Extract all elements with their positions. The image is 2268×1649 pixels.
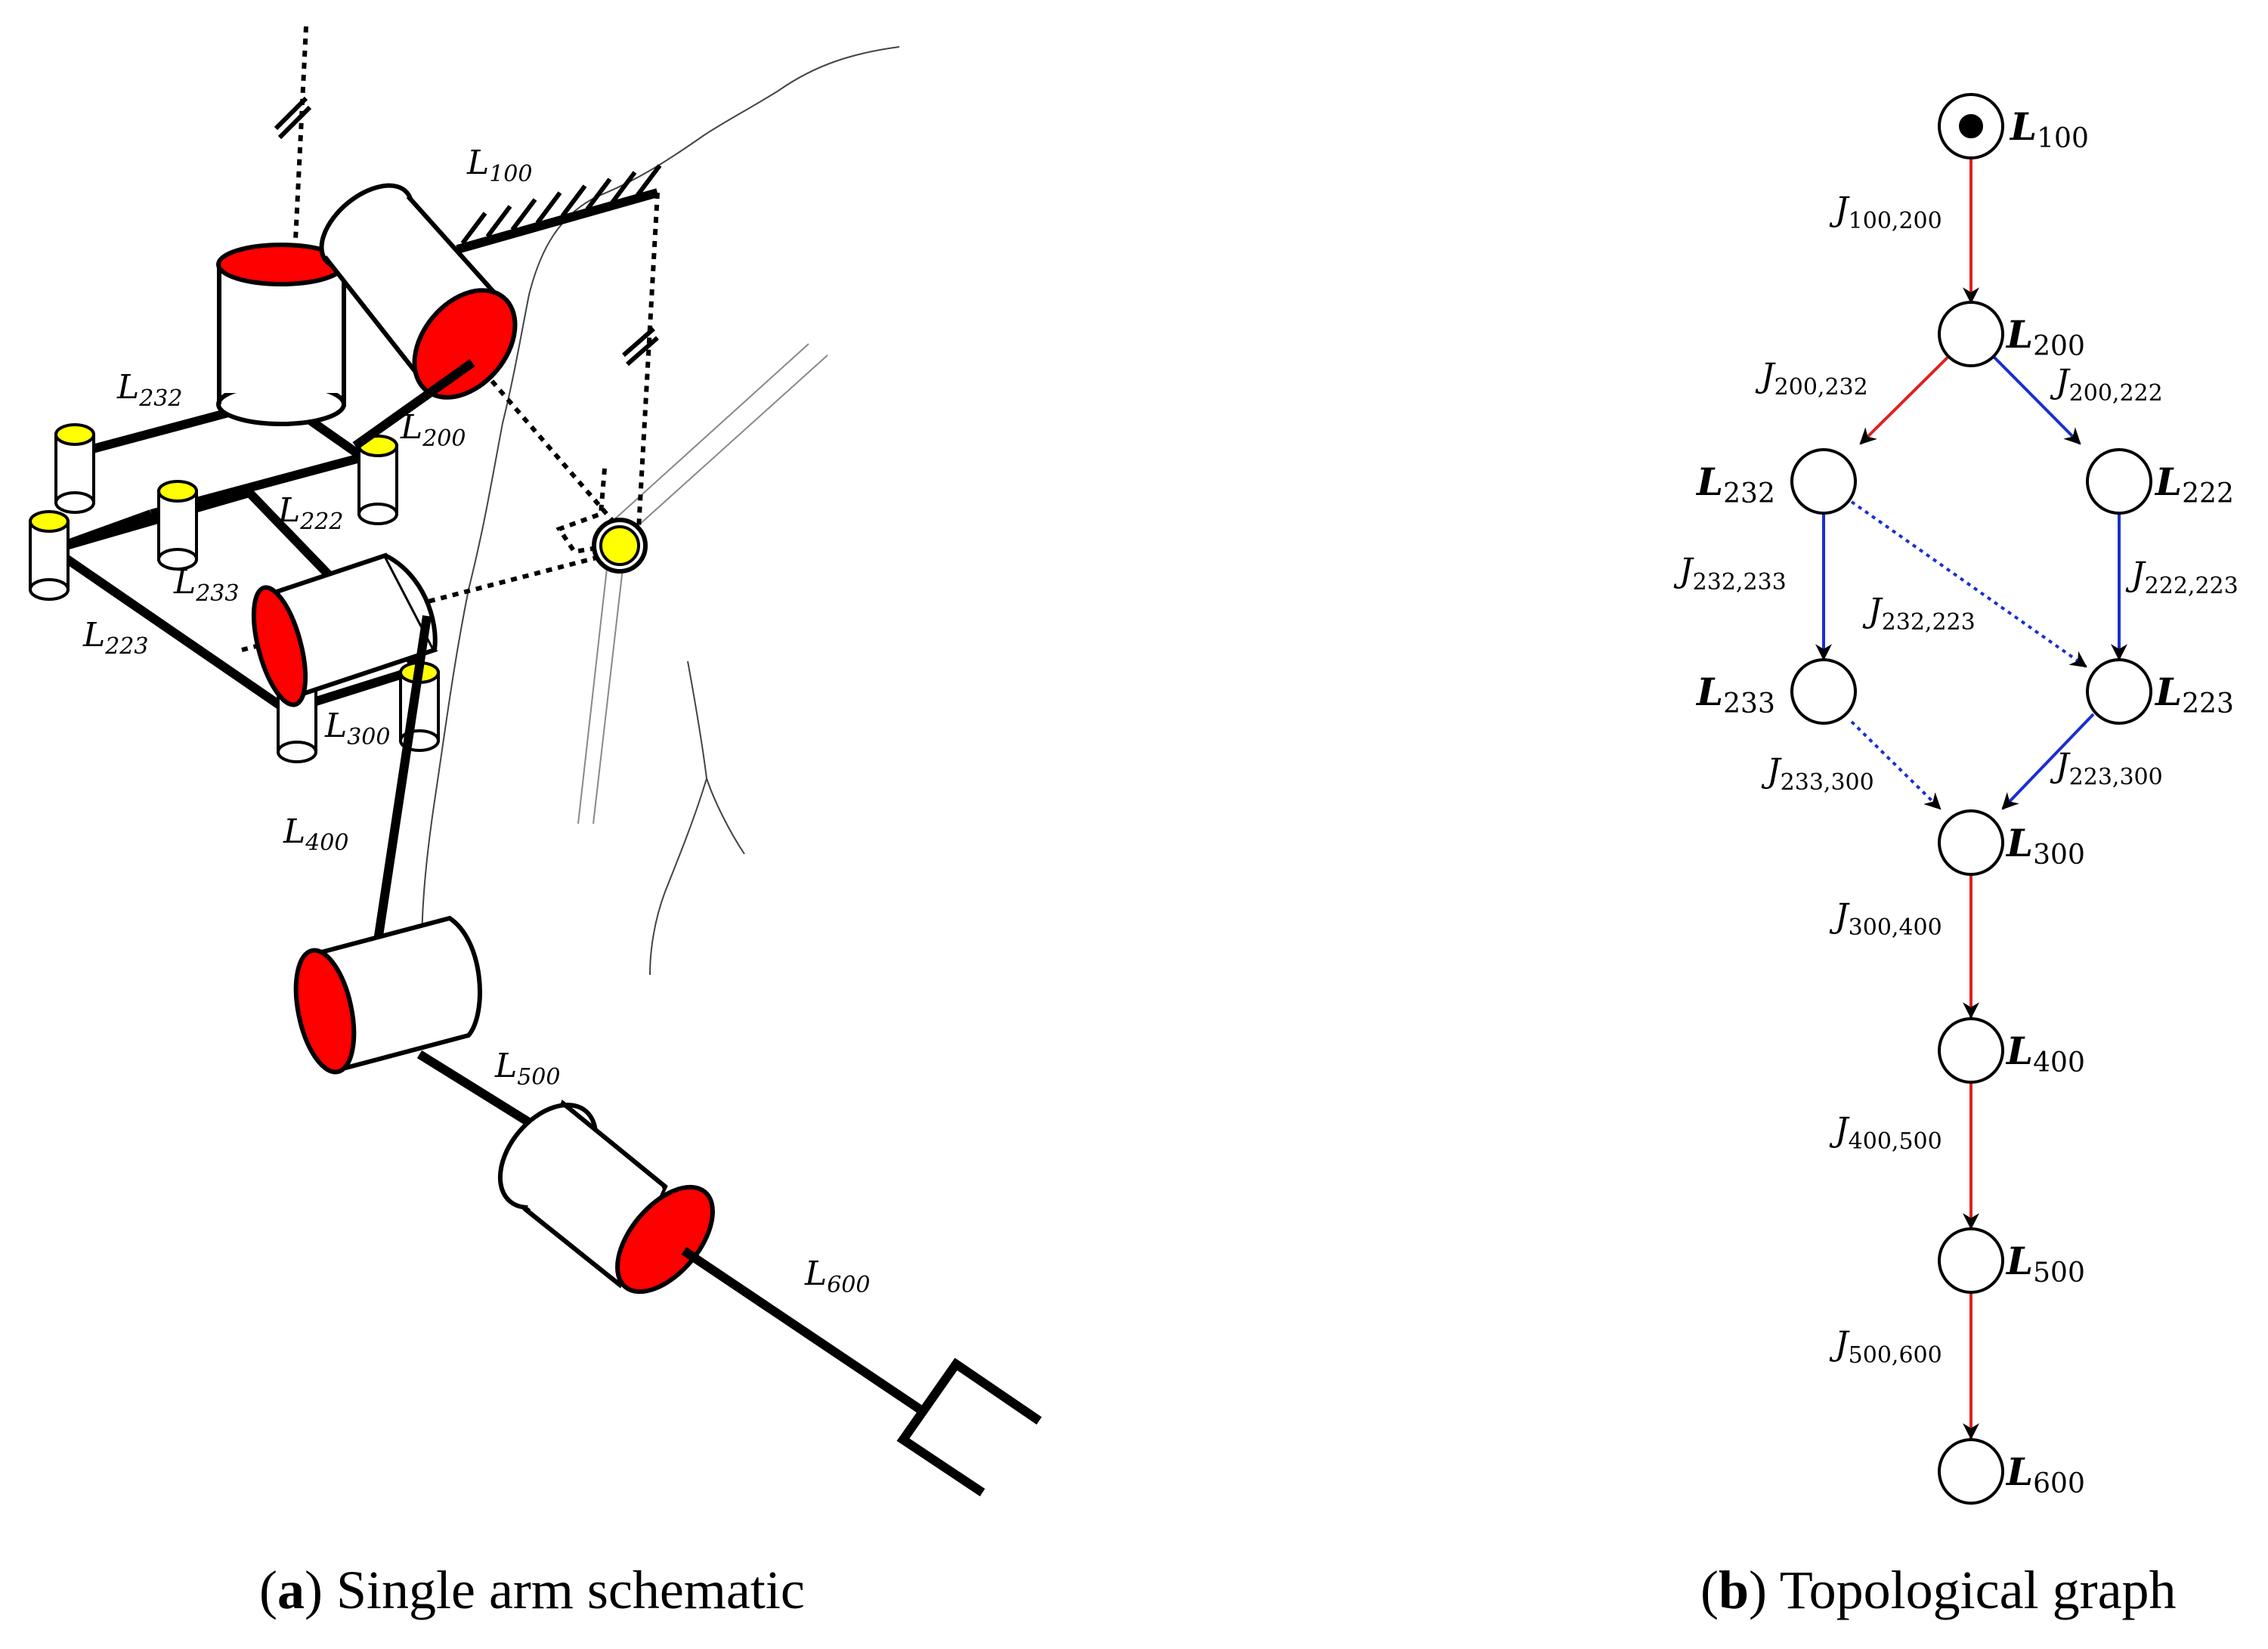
- edge-label-j500-600: J500,600: [1829, 1325, 1942, 1369]
- shoulder-actuator: [319, 183, 518, 400]
- pin-joint-icon: [29, 510, 70, 601]
- label-l100: L100: [466, 144, 532, 187]
- node-label-l222: L222: [2154, 459, 2234, 509]
- caption-b: (b) Topological graph: [1700, 1560, 2177, 1620]
- node-l222: [2086, 448, 2152, 515]
- edge-j200-232: [1859, 354, 1951, 445]
- panel-b-graph: L100 L200 L232 L222 L233 L223 L300 L400 …: [1673, 93, 2239, 1620]
- ground-hatching: [460, 164, 662, 245]
- vertical-actuator: [216, 243, 346, 426]
- edge-j223-300: [2001, 713, 2095, 810]
- node-l200: [1938, 301, 2004, 367]
- label-l400: L400: [283, 812, 348, 856]
- pin-joint-icon: [157, 480, 198, 571]
- edge-j232-223: [1850, 500, 2087, 668]
- node-label-l200: L200: [2005, 312, 2085, 362]
- edge-label-j232-223: J232,223: [1862, 592, 1976, 636]
- node-l600: [1938, 1438, 2004, 1505]
- edge-label-j200-222: J200,222: [2050, 363, 2163, 407]
- node-label-l300: L300: [2005, 821, 2085, 871]
- edge-label-j300-400: J300,400: [1829, 897, 1942, 941]
- node-l300: [1938, 809, 2004, 876]
- node-l100: [1938, 93, 2004, 159]
- rope-guide: [638, 354, 828, 526]
- edge-j200-222: [1991, 354, 2081, 445]
- spherical-joint-icon: [592, 518, 648, 574]
- node-l232: [1790, 448, 1857, 515]
- link-l200: [352, 359, 475, 450]
- node-label-l600: L600: [2005, 1449, 2085, 1499]
- label-l232: L232: [116, 368, 182, 412]
- node-l500: [1938, 1227, 2004, 1294]
- caption-a: (a) Single arm schematic: [259, 1560, 805, 1620]
- node-l400: [1938, 1017, 2004, 1084]
- terrain-outline: [421, 46, 900, 983]
- node-label-l223: L223: [2154, 670, 2234, 719]
- node-l233: [1790, 658, 1857, 725]
- link-l300: [373, 615, 432, 942]
- base-link-l100: [456, 188, 659, 254]
- graph-nodes: [1790, 93, 2152, 1505]
- label-l300: L300: [324, 707, 390, 750]
- terrain-outline: [649, 778, 707, 976]
- gripper-icon: [896, 1357, 1042, 1496]
- label-l233: L233: [173, 563, 239, 607]
- rope-guide: [577, 521, 613, 824]
- rope-guide: [611, 343, 809, 522]
- label-l500: L500: [494, 1047, 560, 1091]
- panel-a-schematic: L100 L232 L200 L222 L233 L223 L300 L400 …: [29, 26, 1042, 1620]
- node-label-l500: L500: [2005, 1239, 2085, 1289]
- label-l600: L600: [804, 1255, 870, 1298]
- rope-guide: [593, 528, 628, 824]
- node-l223: [2086, 658, 2152, 725]
- edge-label-j233-300: J233,300: [1761, 752, 1874, 796]
- label-l223: L223: [82, 616, 148, 660]
- edge-label-j200-232: J200,232: [1755, 357, 1868, 401]
- pin-joint-icon: [54, 423, 95, 514]
- edge-label-j222-223: J222,223: [2125, 555, 2239, 599]
- label-l222: L222: [277, 491, 343, 535]
- node-label-l100: L100: [2009, 104, 2089, 154]
- label-l200: L200: [400, 408, 466, 452]
- link-l600: [681, 1247, 929, 1417]
- edge-j233-300: [1850, 720, 1942, 810]
- elbow-actuator: [293, 915, 482, 1075]
- node-label-l232: L232: [1695, 459, 1775, 509]
- edge-label-j400-500: J400,500: [1829, 1111, 1942, 1155]
- cable-break-marks: [274, 96, 659, 367]
- graph-edges: [1815, 159, 2127, 1440]
- node-label-l400: L400: [2005, 1029, 2085, 1078]
- wrist-actuator: [497, 1099, 715, 1295]
- edge-label-j223-300: J223,300: [2050, 747, 2163, 790]
- edge-label-j232-233: J232,233: [1673, 552, 1787, 596]
- node-label-l233: L233: [1695, 670, 1775, 719]
- pin-joint-icon: [357, 435, 398, 525]
- terrain-outline: [687, 661, 745, 855]
- edge-label-j100-200: J100,200: [1829, 190, 1942, 234]
